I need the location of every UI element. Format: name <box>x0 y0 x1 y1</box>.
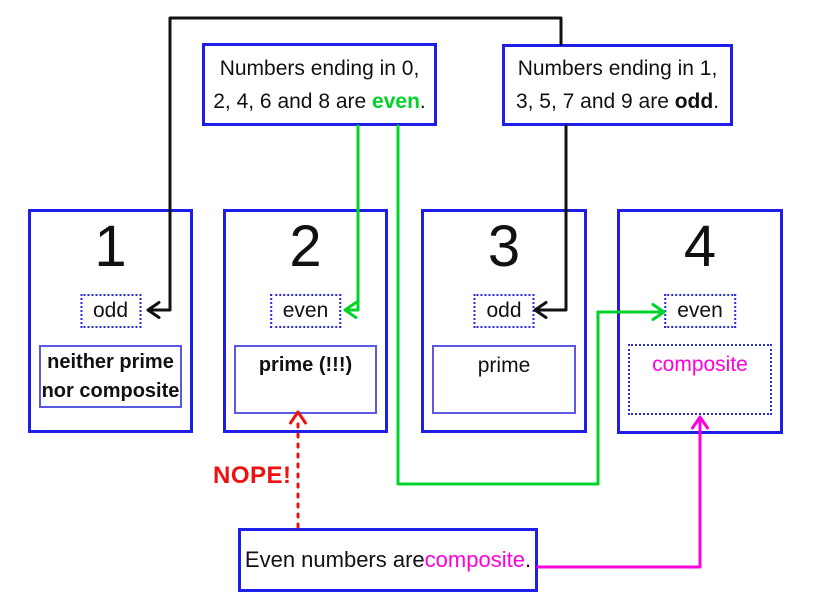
card-2-parity-box: even <box>269 294 342 328</box>
nope-label: NOPE! <box>213 462 292 489</box>
card-1-number: 1 <box>94 214 127 279</box>
odd-rule-line1-text: Numbers ending in 1, <box>517 57 718 80</box>
odd-rule-line2: 3, 5, 7 and 9 are odd. <box>516 85 719 118</box>
bottom-note-prefix: Even numbers are <box>244 547 425 572</box>
card-3-parity-box: odd <box>473 294 535 328</box>
odd-rule-highlight: odd <box>674 90 714 113</box>
even-rule-line2-prefix: 2, 4, 6 and 8 are <box>213 89 373 113</box>
bottom-note-highlight: composite <box>424 547 525 572</box>
even-rule-line1-text: Numbers ending in 0, <box>219 56 420 80</box>
card-2-number: 2 <box>289 214 322 279</box>
even-rule-line1: Numbers ending in 0, <box>220 52 420 85</box>
card-1-parity-box: odd <box>79 294 142 328</box>
card-1-classification-line2: nor composite <box>41 380 180 402</box>
card-4-number: 4 <box>683 214 717 279</box>
card-1-classification-line1: neither prime <box>47 351 174 373</box>
card-1: 1 odd neither prime nor composite <box>28 209 193 433</box>
card-1-classification-box: neither prime nor composite <box>39 345 182 408</box>
odd-rule-suffix: . <box>713 90 720 113</box>
even-rule-suffix: . <box>419 89 426 113</box>
even-rule-box: Numbers ending in 0, 2, 4, 6 and 8 are e… <box>202 43 437 126</box>
arrow-bottom-note-to-card4-composite <box>536 415 709 569</box>
card-4: 4 even composite <box>617 209 783 434</box>
card-2: 2 even prime (!!!) <box>223 209 388 433</box>
card-4-parity-box: even <box>664 294 736 328</box>
card-3: 3 odd prime <box>421 209 587 433</box>
card-4-classification-box: composite <box>628 344 772 415</box>
card-3-classification-box: prime <box>432 345 576 414</box>
bottom-note-box: Even numbers are composite. <box>238 528 538 592</box>
bottom-note-suffix: . <box>524 547 532 572</box>
card-3-number: 3 <box>487 214 521 279</box>
even-rule-line2: 2, 4, 6 and 8 are even. <box>213 85 426 118</box>
card-2-classification-box: prime (!!!) <box>234 345 377 414</box>
odd-rule-line1: Numbers ending in 1, <box>518 52 718 85</box>
even-rule-highlight: even <box>372 89 420 113</box>
odd-rule-line2-prefix: 3, 5, 7 and 9 are <box>515 90 675 113</box>
odd-rule-box: Numbers ending in 1, 3, 5, 7 and 9 are o… <box>502 44 733 126</box>
